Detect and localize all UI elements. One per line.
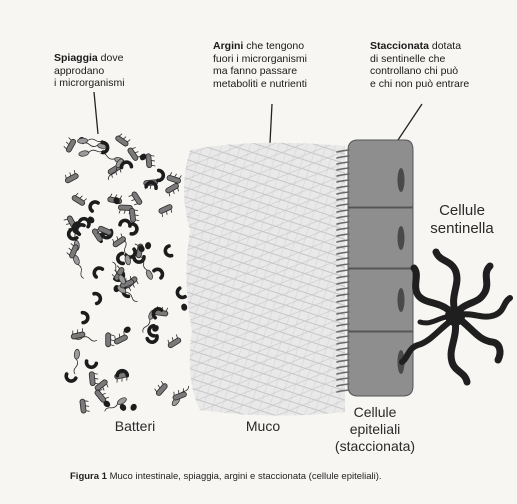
pointer-line-argini xyxy=(270,104,272,143)
bacterium-curved xyxy=(131,224,137,235)
bacterium-coccus xyxy=(180,303,188,312)
bacterium-rod xyxy=(70,328,86,339)
bacterium-curved xyxy=(176,288,186,299)
label-cellule-sentinella: Cellule sentinella xyxy=(412,202,512,238)
bacterium-curved xyxy=(117,253,123,263)
epithelial-cell xyxy=(348,269,413,331)
label-muco: Muco xyxy=(228,418,298,435)
bacterium-coccus xyxy=(144,242,151,250)
bacterium-rod xyxy=(128,191,143,207)
bacterium-curved xyxy=(94,292,101,303)
bacterium-rod xyxy=(129,208,139,223)
pointer-line-staccionata xyxy=(398,104,422,140)
bacterium-rod xyxy=(171,388,187,401)
bacterium-curved xyxy=(158,170,164,180)
bacterium-rod xyxy=(71,192,87,207)
bacterium-curved xyxy=(121,162,131,168)
bacterium-rod xyxy=(80,398,90,413)
bacterium-flagellated xyxy=(78,138,103,144)
bacterium-rod xyxy=(89,371,99,386)
bacterium-curved xyxy=(85,361,96,368)
bacterium-rod xyxy=(106,333,115,347)
cell-nucleus xyxy=(398,288,405,312)
bacterium-curved xyxy=(164,246,171,257)
epithelial-cell xyxy=(348,208,413,268)
bacterium-rod xyxy=(115,132,131,147)
label-cellule-sentinella-line2: sentinella xyxy=(412,220,512,238)
figure-caption: Figura 1 Muco intestinale, spiaggia, arg… xyxy=(70,471,382,482)
label-cellule-epiteliali-line3: (staccionata) xyxy=(320,438,430,455)
bacterium-rod xyxy=(127,145,142,161)
bacteria-cluster xyxy=(62,132,190,414)
label-cellule-epiteliali-line1: Cellule xyxy=(320,404,430,421)
bacterium-curved xyxy=(65,374,76,383)
label-cellule-epiteliali: Cellule epiteliali (staccionata) xyxy=(320,404,430,455)
caption-number: Figura 1 xyxy=(70,471,107,482)
epithelial-cell xyxy=(348,140,413,207)
bacterium-rod xyxy=(165,183,181,197)
bacterium-rod xyxy=(112,331,128,345)
bacterium-flagellated xyxy=(78,147,104,157)
bacterium-rod xyxy=(63,170,79,184)
bacterium-rod xyxy=(158,204,174,218)
bacterium-flagellated xyxy=(138,256,154,281)
label-cellule-sentinella-line1: Cellule xyxy=(412,202,512,220)
bacterium-rod xyxy=(62,137,76,153)
caption-text: Muco intestinale, spiaggia, argini e sta… xyxy=(107,471,382,482)
epithelial-cells xyxy=(337,140,413,396)
bacterium-rod xyxy=(166,171,182,183)
bacterium-rod xyxy=(165,334,181,349)
pointer-line-spiaggia xyxy=(94,92,98,134)
bacterium-coccus xyxy=(129,403,138,412)
bacterium-curved xyxy=(92,266,102,277)
bacterium-curved xyxy=(154,267,165,278)
bacterium-curved xyxy=(120,220,131,226)
cell-nucleus xyxy=(398,226,405,250)
bacterium-rod xyxy=(153,380,169,396)
bacterium-rod xyxy=(146,153,156,168)
bacterium-flagellated xyxy=(73,349,80,374)
label-cellule-epiteliali-line2: epiteliali xyxy=(320,421,430,438)
sentinel-cell xyxy=(402,252,510,382)
bacterium-curved xyxy=(82,312,88,322)
bacterium-curved xyxy=(88,200,98,211)
cell-nucleus xyxy=(398,168,405,192)
mucus-layer xyxy=(184,143,345,416)
bacterium-flagellated xyxy=(72,254,86,279)
label-batteri: Batteri xyxy=(95,418,175,435)
